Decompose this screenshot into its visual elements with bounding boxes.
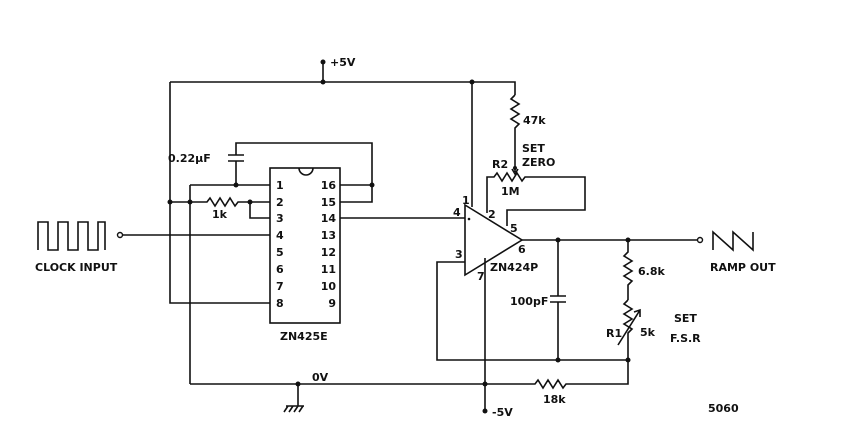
svg-text:SET: SET <box>674 312 697 325</box>
figure-number: 5060 <box>708 402 739 415</box>
svg-text:10: 10 <box>321 280 337 293</box>
negative-supply: -5V <box>482 258 513 419</box>
svg-text:18k: 18k <box>543 393 566 406</box>
svg-text:3: 3 <box>455 248 463 261</box>
svg-text:2: 2 <box>276 196 284 209</box>
svg-text:11: 11 <box>321 263 336 276</box>
svg-text:3: 3 <box>276 212 284 225</box>
ramp-output: RAMP OUT <box>696 230 776 274</box>
ic2-label: ZN424P <box>490 261 538 274</box>
opamp-zn424p: 1 4 2 5 6 3 7 ZN424P <box>453 194 538 283</box>
svg-text:1M: 1M <box>501 185 520 198</box>
svg-text:R2: R2 <box>492 158 508 171</box>
resistor-47k-label: 47k <box>523 114 546 127</box>
ramp-output-label: RAMP OUT <box>710 261 776 274</box>
positive-supply: +5V <box>320 56 356 82</box>
ic-zn425e: 1 2 3 4 5 6 7 8 16 15 14 13 12 11 10 9 Z… <box>269 167 341 343</box>
svg-text:13: 13 <box>321 229 336 242</box>
negative-supply-label: -5V <box>492 406 513 419</box>
svg-text:15: 15 <box>321 196 336 209</box>
top-rail-wire <box>170 81 516 95</box>
svg-text:5: 5 <box>510 222 518 235</box>
resistor-1k-label: 1k <box>212 208 228 221</box>
variable-resistor-r1: R1 5k SET F.S.R <box>606 299 701 360</box>
svg-text:5k: 5k <box>640 326 656 339</box>
svg-text:14: 14 <box>321 212 337 225</box>
svg-text:12: 12 <box>321 246 336 259</box>
resistor-6.8k: 6.8k <box>622 240 665 300</box>
svg-text:ZERO: ZERO <box>522 156 555 169</box>
svg-text:9: 9 <box>328 297 336 310</box>
capacitor-0.22uF-label: 0.22µF <box>168 152 211 165</box>
capacitor-0.22uF: 0.22µF <box>168 142 373 203</box>
svg-text:7: 7 <box>276 280 284 293</box>
svg-text:4: 4 <box>276 229 284 242</box>
svg-text:6: 6 <box>276 263 284 276</box>
resistor-47k: 47k <box>509 94 546 168</box>
ground-label: 0V <box>312 371 329 384</box>
svg-text:1: 1 <box>276 179 284 192</box>
svg-text:1: 1 <box>462 194 470 207</box>
potentiometer-r2: R2 1M SET ZERO <box>486 142 586 226</box>
capacitor-100pF: 100pF <box>510 240 566 360</box>
svg-text:6: 6 <box>518 243 526 256</box>
svg-text:2: 2 <box>488 208 496 221</box>
svg-text:8: 8 <box>276 297 284 310</box>
resistor-18k: 18k <box>190 360 629 406</box>
ic1-label: ZN425E <box>280 330 328 343</box>
clock-input-label: CLOCK INPUT <box>35 261 118 274</box>
positive-supply-label: +5V <box>330 56 356 69</box>
resistor-1k: 1k <box>170 196 270 221</box>
svg-text:F.S.R: F.S.R <box>670 332 701 345</box>
svg-text:R1: R1 <box>606 327 622 340</box>
svg-text:5: 5 <box>276 246 284 259</box>
svg-text:6.8k: 6.8k <box>638 265 665 278</box>
svg-text:7: 7 <box>477 270 485 283</box>
svg-text:16: 16 <box>321 179 337 192</box>
svg-text:4: 4 <box>453 206 461 219</box>
svg-text:100pF: 100pF <box>510 295 548 308</box>
svg-text:SET: SET <box>522 142 545 155</box>
ground-icon <box>283 384 304 413</box>
clock-input: CLOCK INPUT <box>35 221 124 274</box>
